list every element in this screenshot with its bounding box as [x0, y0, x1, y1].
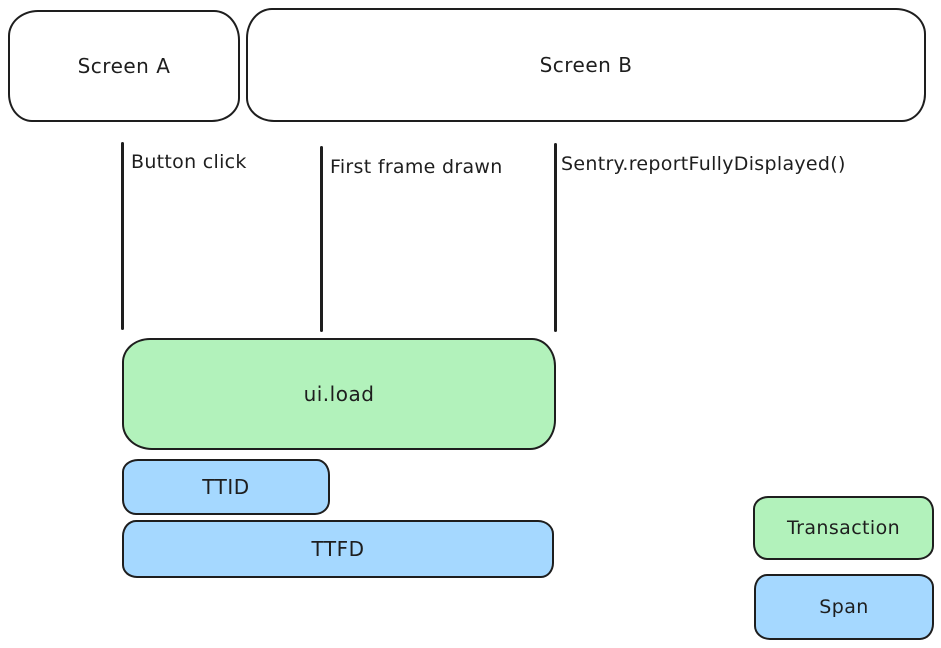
- marker-line-report-fully-displayed: [554, 143, 557, 332]
- legend-span-label: Span: [819, 596, 869, 618]
- span-bar-ttid: TTID: [122, 459, 330, 515]
- screen-b-label: Screen B: [539, 53, 633, 77]
- marker-line-button-click: [121, 142, 124, 330]
- marker-label-button-click: Button click: [131, 151, 247, 173]
- transaction-bar-ui-load: ui.load: [122, 338, 556, 450]
- marker-line-first-frame-drawn: [320, 146, 323, 332]
- marker-label-report-fully-displayed: Sentry.reportFullyDisplayed(): [561, 153, 846, 175]
- ttfd-bar-label: TTFD: [311, 537, 365, 561]
- transaction-bar-label: ui.load: [303, 382, 375, 406]
- screen-a-label: Screen A: [77, 54, 171, 78]
- screen-b-box: Screen B: [246, 8, 926, 122]
- legend-transaction-label: Transaction: [786, 517, 901, 539]
- ttid-bar-label: TTID: [202, 475, 250, 499]
- legend-span-box: Span: [754, 574, 934, 640]
- screen-a-box: Screen A: [8, 10, 240, 122]
- legend-transaction-box: Transaction: [753, 496, 934, 560]
- span-bar-ttfd: TTFD: [122, 520, 554, 578]
- marker-label-first-frame-drawn: First frame drawn: [330, 156, 503, 178]
